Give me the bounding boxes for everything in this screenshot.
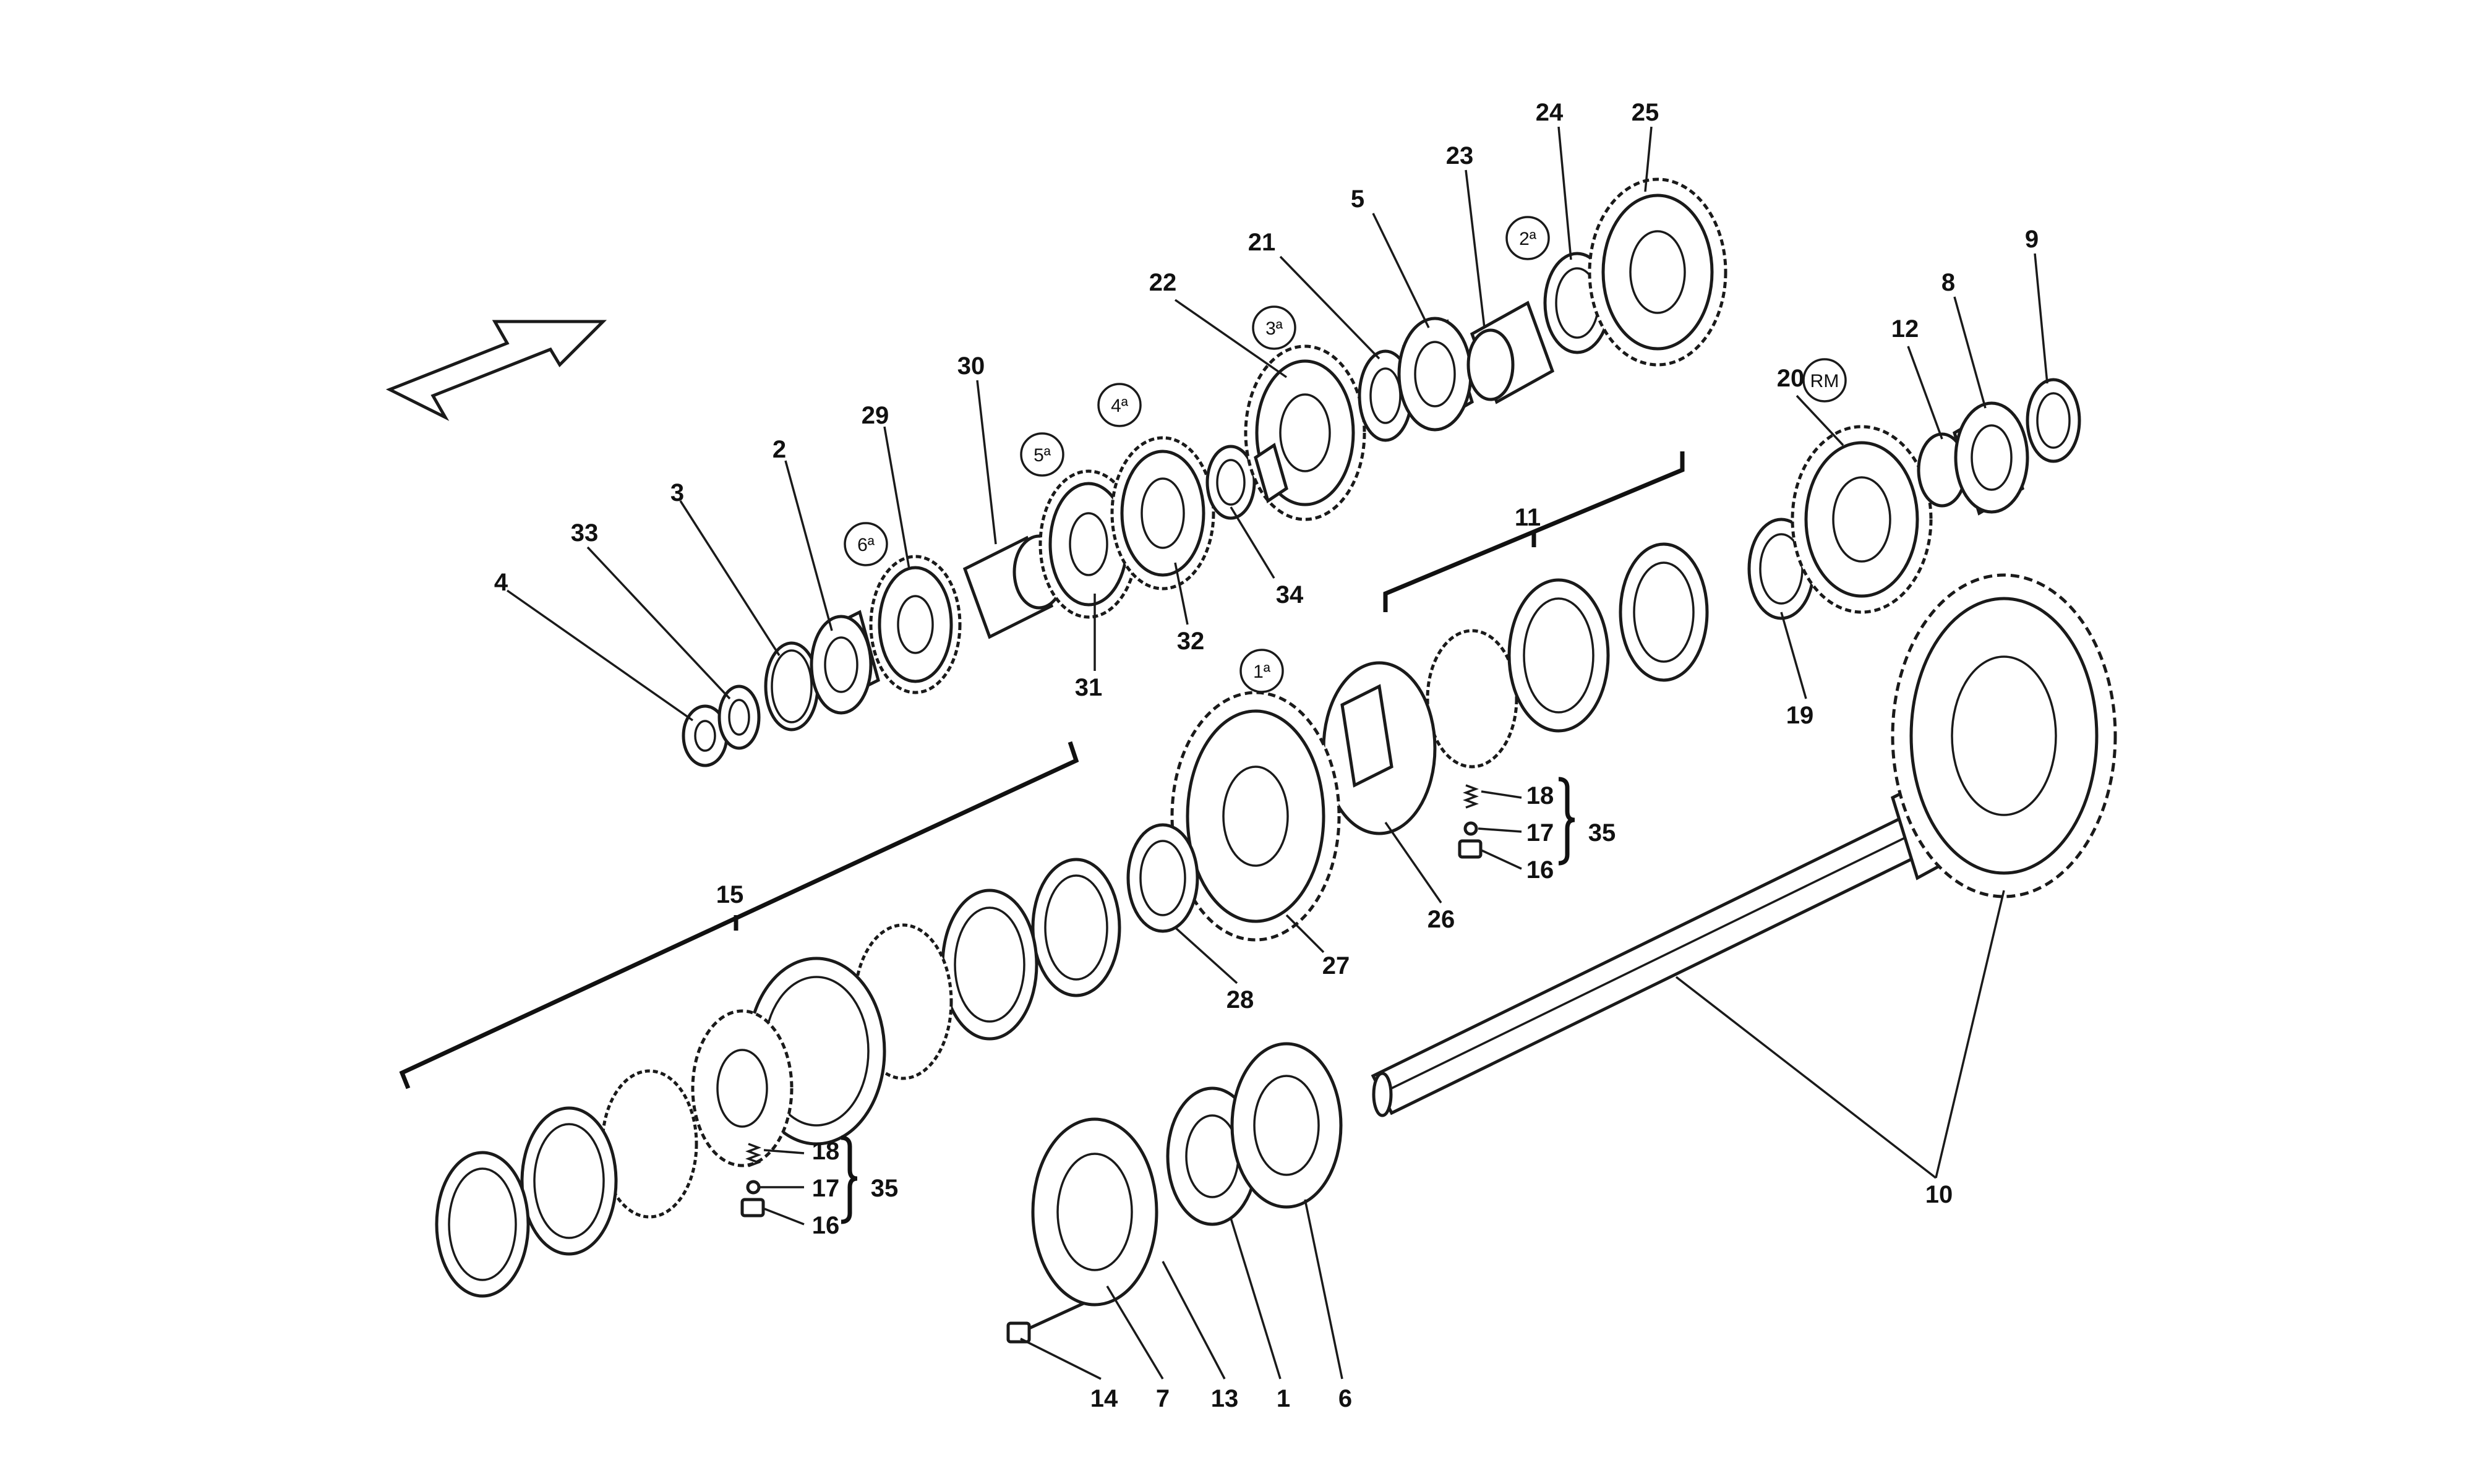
- callout-23: 23: [1446, 142, 1474, 169]
- detent-parts-upper: [1458, 784, 1483, 859]
- first-gear-group: [1126, 661, 1437, 942]
- reverse-gear-cluster: [1426, 378, 2081, 769]
- callout-6: 6: [1338, 1385, 1352, 1412]
- callout-1: 1: [1277, 1385, 1290, 1412]
- callout-7: 7: [1156, 1385, 1170, 1412]
- gear-mark-6: 6ª: [844, 522, 888, 566]
- callout-28: 28: [1226, 986, 1254, 1013]
- part-6-cover: [1230, 1042, 1343, 1209]
- callout-labels: 1 2 3 4 5 6 7 8 9 10 11 12 13 14 15 16 1…: [494, 99, 2039, 1412]
- callout-35-upper: 35: [1588, 819, 1616, 846]
- part-20-reverse-gear: [1791, 425, 1933, 614]
- part-9-seal-ring: [2026, 378, 2081, 463]
- bracket-11: [1383, 451, 1685, 612]
- part-22-third-gear: [1244, 344, 1366, 521]
- part-3-circlip: [764, 641, 820, 731]
- upper-shaft-parts: [682, 177, 1727, 767]
- part-25-second-gear: [1588, 177, 1727, 367]
- callout-4: 4: [494, 569, 508, 596]
- callout-32: 32: [1177, 628, 1205, 655]
- callout-18-lower: 18: [812, 1138, 840, 1165]
- callout-26: 26: [1427, 906, 1455, 933]
- part-2-bearing: [810, 610, 880, 715]
- callout-24: 24: [1536, 99, 1564, 126]
- part-7-flange: [1031, 1117, 1158, 1307]
- callout-18-upper: 18: [1526, 782, 1554, 809]
- leader-lines: [506, 126, 2048, 1380]
- callout-11: 11: [1515, 504, 1541, 531]
- gear-mark-rm: RM: [1802, 358, 1847, 403]
- part-28-needle-cage: [1126, 823, 1199, 933]
- callout-31: 31: [1075, 674, 1103, 701]
- svg-text:3ª: 3ª: [1265, 318, 1283, 339]
- callout-17-lower: 17: [812, 1175, 840, 1202]
- callout-5: 5: [1351, 186, 1364, 213]
- callout-17-upper: 17: [1526, 819, 1554, 846]
- callout-30: 30: [957, 352, 985, 380]
- part-29-sixth-gear: [869, 555, 962, 694]
- part-33-washer: [717, 684, 761, 750]
- gear-mark-2: 2ª: [1505, 216, 1550, 260]
- gear-mark-4: 4ª: [1097, 383, 1142, 427]
- part-34-bush: [1205, 445, 1256, 520]
- callout-22: 22: [1149, 269, 1177, 296]
- callout-19: 19: [1786, 702, 1814, 729]
- gear-mark-3: 3ª: [1252, 305, 1296, 350]
- callout-21: 21: [1248, 229, 1276, 256]
- callout-10: 10: [1925, 1181, 1953, 1208]
- callout-3: 3: [670, 479, 684, 506]
- bearing-carrier-assembly: [1006, 1042, 1343, 1344]
- callout-14: 14: [1090, 1385, 1118, 1412]
- direction-arrow-icon: [385, 320, 607, 421]
- svg-text:6ª: 6ª: [857, 535, 875, 555]
- part-23-spacer: [1466, 301, 1555, 404]
- callout-33: 33: [571, 519, 599, 547]
- brace-35-lower: [841, 1135, 858, 1224]
- brace-35-upper: [1558, 777, 1575, 866]
- part-32-fourth-gear: [1110, 436, 1215, 591]
- callout-12: 12: [1891, 315, 1919, 343]
- callout-15: 15: [716, 881, 744, 908]
- svg-text:4ª: 4ª: [1111, 396, 1129, 416]
- part-8-bearing: [1953, 401, 2029, 516]
- gear-mark-1: 1ª: [1239, 649, 1284, 693]
- callout-16-upper: 16: [1526, 856, 1554, 884]
- callout-25: 25: [1632, 99, 1659, 126]
- callout-13: 13: [1211, 1385, 1239, 1412]
- part-15-synchro-assembly: [435, 858, 1121, 1298]
- callout-34: 34: [1276, 581, 1304, 608]
- callout-9: 9: [2025, 226, 2039, 253]
- part-27-first-gear: [1170, 691, 1341, 942]
- part-5-bearing: [1397, 317, 1474, 432]
- callout-35-lower: 35: [871, 1175, 899, 1202]
- part-10-main-shaft: [1371, 573, 2117, 1117]
- svg-text:RM: RM: [1810, 371, 1839, 391]
- callout-8: 8: [1941, 269, 1955, 296]
- callout-20: 20: [1777, 365, 1805, 392]
- callout-16-lower: 16: [812, 1212, 840, 1239]
- bracket-15: [399, 741, 1079, 1090]
- svg-text:1ª: 1ª: [1253, 662, 1271, 682]
- detent-parts-lower: [740, 1143, 765, 1217]
- callout-29: 29: [862, 402, 889, 429]
- svg-text:2ª: 2ª: [1519, 229, 1537, 249]
- callout-2: 2: [773, 436, 786, 463]
- gear-mark-5: 5ª: [1020, 432, 1064, 477]
- svg-text:5ª: 5ª: [1034, 445, 1051, 466]
- part-11-synchro-assembly: [1426, 542, 1709, 769]
- callout-27: 27: [1322, 952, 1350, 979]
